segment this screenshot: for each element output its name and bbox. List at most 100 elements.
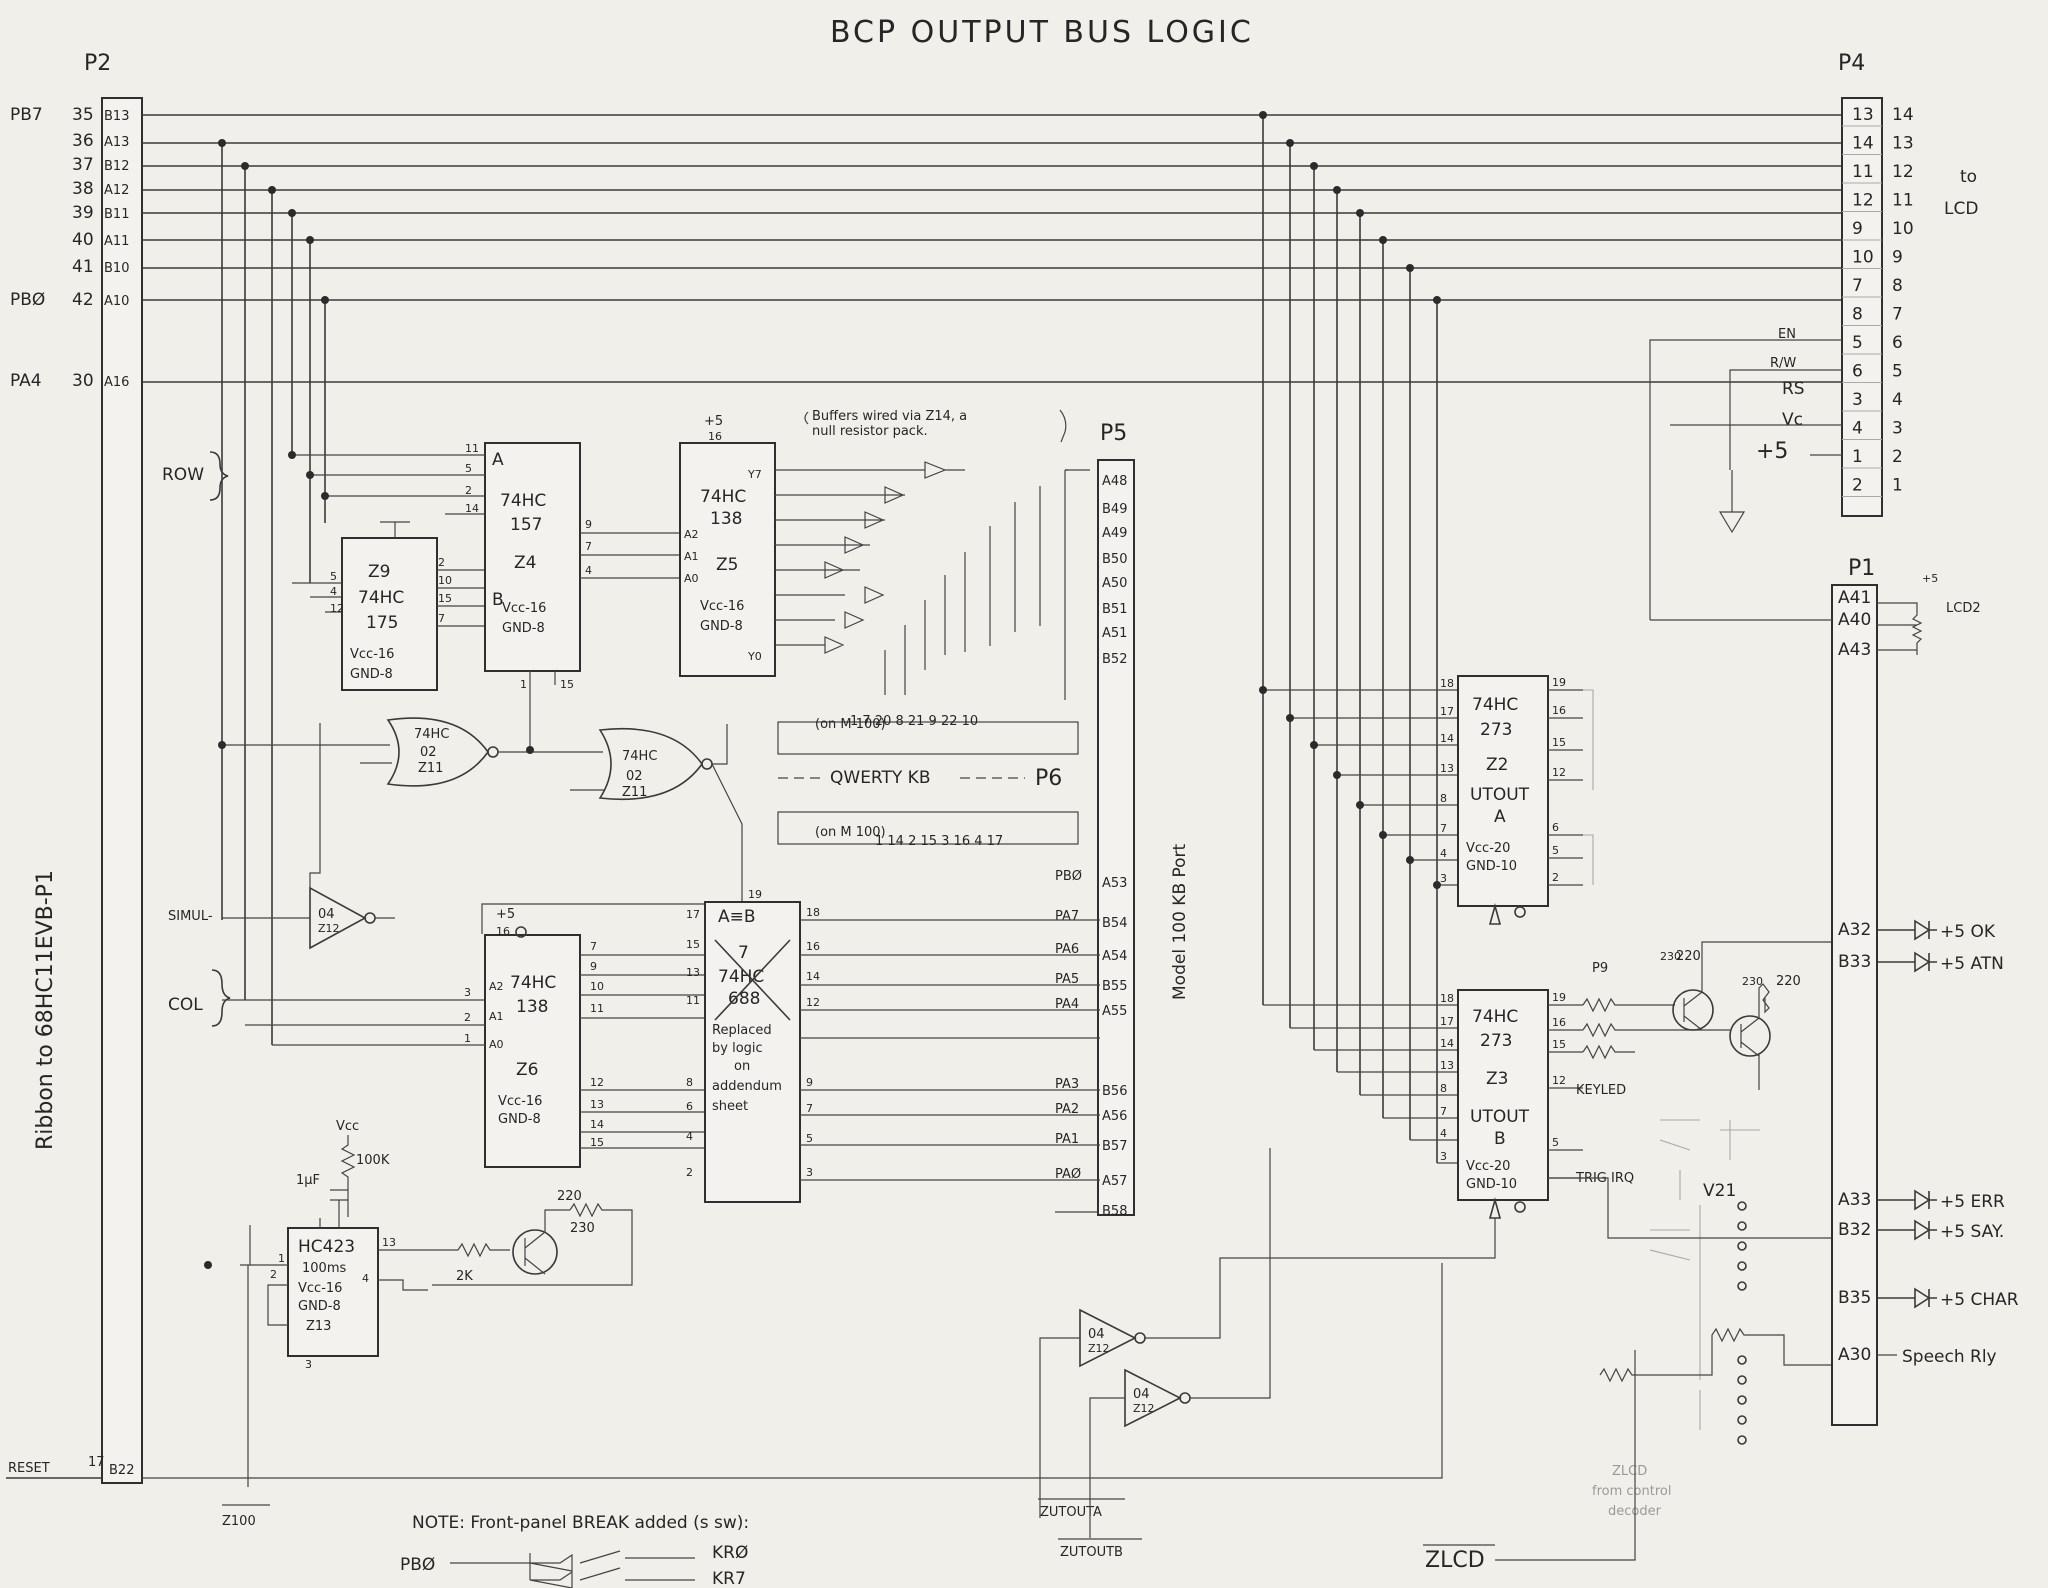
reset-pin: B22 — [109, 1463, 134, 1478]
p4-pin-right: 12 — [1892, 162, 1914, 182]
inv-simul-l2: Z12 — [318, 922, 340, 935]
z5-line3: Z5 — [716, 555, 738, 575]
bus-wires — [142, 111, 1855, 1164]
z6-vcc: +5 — [496, 907, 515, 922]
p5-port-signal: PA2 — [1055, 1102, 1079, 1117]
nor2-l3: Z11 — [622, 785, 647, 800]
transistor-q1: 2K 220 230 — [432, 1189, 633, 1286]
z8-crossout — [714, 939, 791, 1021]
z2-line3: Z2 — [1486, 755, 1508, 775]
z9-line1: Z9 — [368, 562, 390, 582]
svg-text:13: 13 — [590, 1098, 604, 1111]
z13-line2: 100ms — [302, 1261, 346, 1276]
p4-pin-left: 9 — [1852, 219, 1863, 239]
row-brace — [209, 451, 229, 501]
z3-line5: B — [1494, 1129, 1506, 1149]
p2-label: P2 — [84, 51, 111, 76]
p5-pin-name: B55 — [1102, 979, 1127, 994]
led-label: +5 SAY. — [1940, 1222, 2004, 1242]
r220-label-q1: 220 — [557, 1189, 582, 1204]
led-label: +5 OK — [1940, 922, 1996, 942]
reset-label: RESET — [8, 1461, 50, 1476]
z3-line1: 74HC — [1472, 1007, 1518, 1027]
svg-text:14: 14 — [590, 1118, 604, 1131]
chip-z13: HC423 100ms Vcc-16 GND-8 Z13 Vcc 100K 1µ… — [204, 1119, 438, 1371]
p4-pin-right: 1 — [1892, 476, 1903, 496]
p5-pin-name: A55 — [1102, 1004, 1127, 1019]
z2-pwr: Vcc-20 — [1466, 841, 1510, 856]
z8-aeqb: A≡B — [718, 907, 756, 927]
svg-text:1: 1 — [464, 1032, 471, 1045]
p2-pin-name: B12 — [104, 159, 129, 174]
svg-text:A0: A0 — [684, 572, 699, 585]
note-kr7: KR7 — [712, 1569, 746, 1588]
svg-text:8: 8 — [1440, 1082, 1447, 1095]
z4-line2: 157 — [510, 515, 542, 535]
nor1-l2: 02 — [420, 745, 437, 760]
z6-gnd: GND-8 — [498, 1112, 541, 1127]
to-label: to — [1960, 167, 1977, 187]
svg-text:14: 14 — [465, 502, 479, 515]
svg-text:11: 11 — [686, 994, 700, 1007]
v21-label: V21 — [1703, 1181, 1736, 1201]
svg-text:17: 17 — [1440, 705, 1454, 718]
zutouta-label: ZUTOUTA — [1040, 1505, 1102, 1520]
svg-text:A1: A1 — [489, 1010, 504, 1023]
svg-text:A2: A2 — [489, 980, 504, 993]
zutoutb-label: ZUTOUTB — [1060, 1545, 1123, 1560]
inverter-b: 04 Z12 ZUTOUTB — [1058, 1148, 1271, 1560]
z4-pwr: Vcc-16 — [502, 601, 546, 616]
p2-pin-number: 37 — [72, 155, 94, 175]
z9-pwr: Vcc-16 — [350, 647, 394, 662]
p4-pin-left: 7 — [1852, 276, 1863, 296]
z4-line3: Z4 — [514, 553, 536, 573]
z8-note-5: sheet — [712, 1099, 748, 1114]
z6-body — [484, 934, 581, 1168]
p5-pin-name: A51 — [1102, 626, 1127, 641]
p2-pin-number: 40 — [72, 230, 94, 250]
svg-text:2: 2 — [464, 1011, 471, 1024]
svg-text:4: 4 — [1440, 847, 1447, 860]
zlcd-signal: ZLCD — [1423, 1350, 1636, 1573]
z13-line1: HC423 — [298, 1237, 355, 1257]
model-port-label: Model 100 KB Port — [1170, 843, 1190, 1000]
p4-pin-left: 10 — [1852, 248, 1874, 268]
cap-label: 1µF — [296, 1173, 320, 1188]
svg-text:A1: A1 — [684, 550, 699, 563]
svg-text:12: 12 — [806, 996, 820, 1009]
z4-pin-a: A — [492, 450, 504, 470]
svg-text:3: 3 — [464, 986, 471, 999]
note-kr0: KRØ — [712, 1543, 748, 1563]
p4-pin-left: 6 — [1852, 362, 1863, 382]
nor1-l1: 74HC — [414, 727, 449, 742]
simul-label: SIMUL- — [168, 909, 213, 924]
buffers-note-2: null resistor pack. — [812, 424, 928, 439]
p5-pin-name: B49 — [1102, 502, 1127, 517]
p4-pin-left: 14 — [1852, 134, 1874, 154]
r230-label-q3: 230 — [1742, 975, 1763, 988]
led-icon — [1877, 1219, 1937, 1241]
p5-port-signal: PA7 — [1055, 909, 1079, 924]
svg-text:13: 13 — [1440, 1059, 1454, 1072]
p1-pin-bottom: A30 — [1838, 1345, 1871, 1365]
p1-pin-bottom: B32 — [1838, 1220, 1871, 1240]
svg-text:7: 7 — [806, 1102, 813, 1115]
z3-pwr: Vcc-20 — [1466, 1159, 1510, 1174]
p5-pin-name: A48 — [1102, 474, 1127, 489]
svg-text:12: 12 — [330, 602, 344, 615]
svg-text:12: 12 — [1552, 766, 1566, 779]
svg-text:2: 2 — [438, 556, 445, 569]
svg-text:18: 18 — [1440, 677, 1454, 690]
svg-text:16: 16 — [708, 430, 722, 443]
p4-pin-right: 3 — [1892, 419, 1903, 439]
z100-signal: Z100 — [222, 1265, 270, 1529]
z5-line2: 138 — [710, 509, 742, 529]
svg-text:19: 19 — [748, 888, 762, 901]
svg-text:17: 17 — [1440, 1015, 1454, 1028]
p4-pin-left: 11 — [1852, 162, 1874, 182]
svg-text:8: 8 — [1440, 792, 1447, 805]
svg-text:15: 15 — [560, 678, 574, 691]
